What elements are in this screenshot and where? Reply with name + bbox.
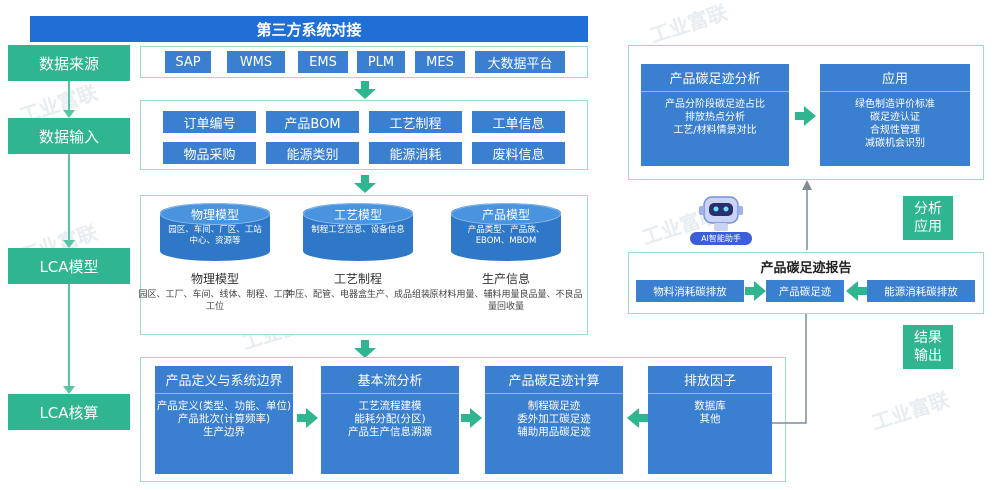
- input-waste: 废料信息: [472, 142, 565, 164]
- lca-box-text: 工艺流程建模 能耗分配(分区) 产品生产信息溯源: [348, 400, 432, 438]
- stage-data-source: 数据来源: [8, 45, 130, 81]
- lca-box-definition: 产品定义与系统边界 产品定义(类型、功能、单位) 产品批次(计算频率) 生产边界: [155, 366, 293, 474]
- application-header: 应用: [820, 64, 970, 92]
- cylinder-title: 产品模型: [451, 203, 561, 225]
- stage-data-input: 数据输入: [8, 118, 130, 154]
- model-title: 物理模型: [190, 272, 239, 286]
- connector-line: [68, 81, 70, 113]
- application-text: 绿色制造评价标准 碳足迹认证 合规性管理 减碳机会识别: [855, 99, 935, 149]
- left-arrow: [626, 408, 648, 428]
- analysis-connector: [802, 180, 812, 250]
- process-model-cylinder: 工艺模型 制程工艺信息、设备信息: [303, 203, 413, 261]
- report-energy-emission: 能源消耗碳排放: [867, 280, 975, 302]
- lca-box-header: 产品定义与系统边界: [155, 366, 293, 394]
- connector-arrow: [63, 110, 75, 118]
- input-process: 工艺制程: [369, 111, 462, 133]
- result-connector: [772, 295, 811, 424]
- analysis-header: 产品碳足迹分析: [641, 64, 789, 92]
- cylinder-text: 园区、车间、厂区、工站中心、资源等: [168, 225, 262, 246]
- product-model-cylinder: 产品模型 产品类型、产品族、EBOM、MBOM: [451, 203, 561, 261]
- connector-arrow: [63, 240, 75, 248]
- watermark: 工业富联: [646, 0, 731, 48]
- lca-box-emission: 排放因子 数据库 其他: [648, 366, 772, 474]
- down-arrow: [354, 81, 376, 99]
- cylinder-title: 工艺模型: [303, 203, 413, 225]
- input-order-no: 订单编号: [163, 111, 256, 133]
- tag-result-output: 结果 输出: [903, 325, 953, 369]
- report-material-emission: 物料消耗碳排放: [636, 280, 744, 302]
- report-title: 产品碳足迹报告: [760, 261, 852, 276]
- lca-box-text: 数据库 其他: [694, 400, 726, 425]
- source-ems: EMS: [298, 51, 348, 73]
- robot-label: AI智能助手: [690, 232, 752, 245]
- input-product-bom: 产品BOM: [266, 111, 359, 133]
- robot-icon: [699, 196, 743, 231]
- source-plm: PLM: [357, 51, 405, 73]
- connector-arrow: [63, 386, 75, 394]
- right-arrow: [745, 281, 767, 301]
- input-purchasing: 物品采购: [163, 142, 256, 164]
- right-arrow: [461, 408, 483, 428]
- source-bigdata: 大数据平台: [475, 51, 565, 73]
- page-title: 第三方系统对接: [30, 16, 588, 42]
- tag-analysis-application: 分析 应用: [903, 196, 953, 240]
- cylinder-text: 产品类型、产品族、EBOM、MBOM: [467, 225, 545, 246]
- connector-line: [68, 154, 70, 242]
- lca-box-header: 排放因子: [648, 366, 772, 394]
- lca-box-text: 产品定义(类型、功能、单位) 产品批次(计算频率) 生产边界: [156, 400, 292, 438]
- report-product-footprint: 产品碳足迹: [766, 280, 844, 302]
- model-desc: 园区、工厂、车间、线体、制程、工序工位: [138, 290, 292, 312]
- model-title: 工艺制程: [333, 272, 382, 286]
- analysis-text: 产品分阶段碳足迹占比 排放热点分析 工艺/材料情景对比: [665, 99, 765, 136]
- input-energy-use: 能源消耗: [369, 142, 462, 164]
- analysis-box: 产品碳足迹分析 产品分阶段碳足迹占比 排放热点分析 工艺/材料情景对比: [641, 64, 789, 166]
- stage-lca-calc: LCA核算: [8, 394, 130, 430]
- watermark: 工业富联: [868, 387, 953, 435]
- right-arrow: [297, 408, 319, 428]
- source-mes: MES: [415, 51, 465, 73]
- down-arrow: [354, 340, 376, 358]
- right-arrow: [795, 106, 817, 126]
- model-title: 生产信息: [481, 272, 530, 286]
- cylinder-title: 物理模型: [160, 203, 270, 225]
- left-arrow: [845, 281, 867, 301]
- stage-lca-model: LCA模型: [8, 248, 130, 284]
- cylinder-text: 制程工艺信息、设备信息: [311, 225, 405, 235]
- lca-box-text: 制程碳足迹 委外加工碳足迹 辅助用品碳足迹: [517, 400, 591, 438]
- connector-line: [68, 284, 70, 388]
- lca-box-footprint: 产品碳足迹计算 制程碳足迹 委外加工碳足迹 辅助用品碳足迹: [485, 366, 623, 474]
- input-work-order: 工单信息: [472, 111, 565, 133]
- source-sap: SAP: [165, 51, 211, 73]
- physical-model-cylinder: 物理模型 园区、车间、厂区、工站中心、资源等: [160, 203, 270, 261]
- lca-box-flow: 基本流分析 工艺流程建模 能耗分配(分区) 产品生产信息溯源: [321, 366, 459, 474]
- model-desc: 原材料用量、辅料用量良品量、不良品量回收量: [429, 290, 583, 312]
- lca-box-header: 产品碳足迹计算: [485, 366, 623, 394]
- down-arrow: [354, 175, 376, 193]
- lca-box-header: 基本流分析: [321, 366, 459, 394]
- application-box: 应用 绿色制造评价标准 碳足迹认证 合规性管理 减碳机会识别: [820, 64, 970, 166]
- model-desc: 冲压、配管、电器盒生产、成品组装: [285, 290, 430, 300]
- input-energy-type: 能源类别: [266, 142, 359, 164]
- source-wms: WMS: [227, 51, 285, 73]
